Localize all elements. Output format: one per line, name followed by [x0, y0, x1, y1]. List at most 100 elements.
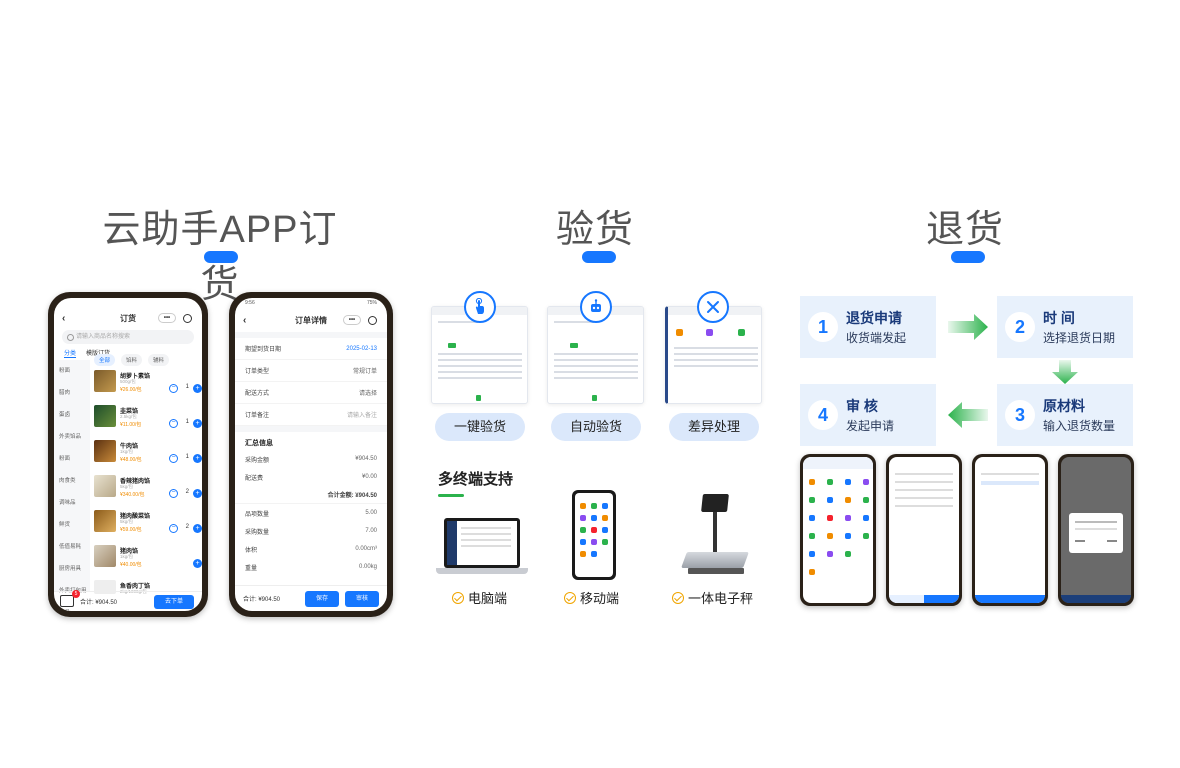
search-input[interactable]: 请输入商品名称搜索 [62, 330, 194, 344]
mode-one-click[interactable]: 一键验货 [435, 413, 525, 441]
category-item[interactable]: 肉食类 [59, 478, 76, 484]
field-remark[interactable]: 订单备注请输入备注 [235, 404, 387, 426]
device-scale: 一体电子秤 [672, 588, 753, 607]
product-qty[interactable]: 1 [185, 419, 189, 425]
stat-value: 7.00 [365, 528, 377, 534]
stat-value: 5.00 [365, 510, 377, 516]
category-item[interactable]: 饮品 [54, 602, 90, 611]
category-item[interactable]: 厨房用具 [59, 566, 82, 572]
return-phone-4 [1058, 454, 1134, 606]
more-icon[interactable]: ••• [158, 313, 176, 323]
submit-order-button[interactable]: 去下单 [154, 595, 194, 609]
check-icon [564, 591, 576, 604]
check-icon [672, 591, 684, 604]
product-spec: 1kg/包 [120, 449, 134, 454]
detail-header: ‹ 订单详情 ••• [235, 308, 387, 332]
product-item[interactable]: 猪肉酸菜馅 5kg/包 ¥59.00/包 − 2 + [94, 510, 202, 540]
record-icon[interactable] [183, 313, 192, 323]
device-pc: 电脑端 [452, 588, 507, 607]
save-button[interactable]: 保存 [305, 591, 339, 607]
tab-category[interactable]: 分类 [64, 348, 77, 358]
field-delivery[interactable]: 配送方式请选择 [235, 382, 387, 404]
mode-auto[interactable]: 自动验货 [551, 413, 641, 441]
close-icon [697, 291, 729, 323]
product-name: 鱼香肉丁馅 [120, 584, 151, 590]
plus-icon[interactable]: + [193, 419, 202, 428]
minus-icon[interactable]: − [169, 489, 178, 498]
category-item[interactable]: 低值易耗 [59, 544, 82, 550]
tap-icon [464, 291, 496, 323]
category-item[interactable]: 粉面 [59, 456, 71, 462]
step-title: 原材料 [1043, 398, 1085, 414]
product-qty[interactable]: 1 [185, 384, 189, 390]
field-order-type[interactable]: 订单类型常规订单 [235, 360, 387, 382]
plus-icon[interactable]: + [193, 524, 202, 533]
category-item[interactable]: 粉面 [59, 368, 71, 374]
step-title: 退货申请 [846, 310, 902, 326]
phone-order: ‹ 订货 ••• 请输入商品名称搜索 分类 模版订货 全部 馅料 辅料 粉面 腊… [48, 292, 208, 617]
category-item[interactable]: 腊肉 [59, 390, 71, 396]
summary-purchase: 采购金额¥904.50 [235, 450, 387, 468]
section-underline-return [951, 251, 985, 263]
product-item[interactable]: 韭菜馅 2.5kg/包 ¥11.00/包 − 1 + [94, 405, 202, 435]
step-number: 3 [1005, 400, 1035, 430]
subtab-accessory[interactable]: 辅料 [148, 354, 170, 366]
category-item[interactable]: 鲜货 [59, 522, 71, 528]
minus-icon[interactable]: − [169, 419, 178, 428]
product-spec: 2.5kg/包 [120, 414, 137, 419]
product-item[interactable]: 猪肉馅 1kg/包 ¥40.00/包 + [94, 545, 202, 575]
minus-icon[interactable]: − [169, 524, 178, 533]
cart-icon[interactable] [60, 595, 74, 607]
product-image [94, 475, 116, 497]
product-spec: 5kg/包 [120, 484, 134, 489]
back-icon[interactable]: ‹ [243, 314, 247, 326]
total-line: 合计金额: ¥904.50 [235, 486, 387, 504]
arrow-right-icon [948, 314, 988, 340]
footer-total: 合计: ¥904.50 [243, 597, 281, 603]
record-icon[interactable] [368, 315, 377, 325]
product-qty[interactable]: 1 [185, 454, 189, 460]
mode-difference[interactable]: 差异处理 [669, 413, 759, 441]
summary-value: ¥904.50 [355, 456, 377, 462]
category-item[interactable]: 蛋卤 [59, 412, 71, 418]
product-name: 韭菜馅 [120, 409, 139, 415]
product-item[interactable]: 胡萝卜素馅 500g/包 ¥26.00/包 − 1 + [94, 370, 202, 400]
step-title: 审 核 [846, 398, 878, 414]
product-name: 猪肉馅 [120, 549, 139, 555]
subtab-all[interactable]: 全部 [94, 354, 116, 366]
total-amount: 合计金额: ¥904.50 [327, 493, 377, 499]
product-qty[interactable]: 2 [185, 524, 189, 530]
plus-icon[interactable]: + [193, 384, 202, 393]
back-icon[interactable]: ‹ [62, 312, 66, 324]
plus-icon[interactable]: + [193, 489, 202, 498]
device-mobile: 移动端 [564, 588, 619, 607]
minus-icon[interactable]: − [169, 384, 178, 393]
product-qty[interactable]: 2 [185, 489, 189, 495]
category-item[interactable]: 调味品 [59, 500, 76, 506]
stat-label: 体积 [245, 547, 258, 554]
review-button[interactable]: 审核 [345, 591, 379, 607]
product-item[interactable]: 香辣猪肉馅 5kg/包 ¥340.00/包 − 2 + [94, 475, 202, 505]
step-desc: 输入退货数量 [1043, 419, 1116, 433]
product-image [94, 405, 116, 427]
minus-icon[interactable]: − [169, 454, 178, 463]
plus-icon[interactable]: + [193, 559, 202, 568]
category-item[interactable]: 外卖馅品 [59, 434, 82, 440]
section-title-return: 退货 [925, 209, 1004, 251]
product-image [94, 545, 116, 567]
subtab-filling[interactable]: 馅料 [121, 354, 143, 366]
arrow-left-icon [948, 402, 988, 428]
step-desc: 发起申请 [846, 419, 895, 433]
product-price: ¥11.00/包 [120, 422, 142, 428]
product-item[interactable]: 牛肉馅 1kg/包 ¥48.00/包 − 1 + [94, 440, 202, 470]
plus-icon[interactable]: + [193, 454, 202, 463]
field-value: 2025-02-13 [346, 345, 377, 352]
stat-label: 重量 [245, 565, 258, 572]
order-footer: 5 合计: ¥904.50 去下单 [54, 590, 202, 611]
step-number: 1 [808, 312, 838, 342]
multi-terminal-underline [438, 494, 464, 497]
more-icon[interactable]: ••• [343, 315, 361, 325]
